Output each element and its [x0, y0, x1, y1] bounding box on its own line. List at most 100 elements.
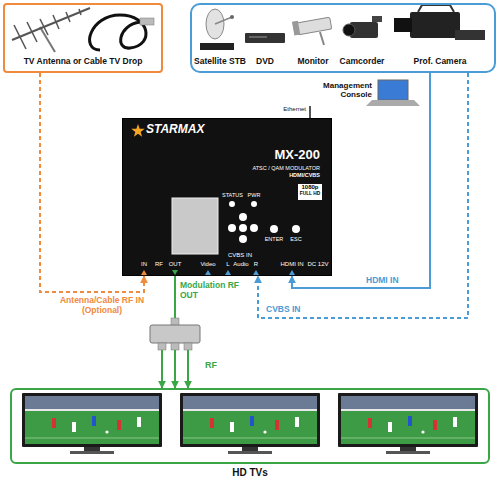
node-text: ATSC / QAM MODULATOR: [202, 165, 320, 171]
splitter-illustration: [150, 318, 200, 350]
node-text: PWR: [244, 192, 264, 198]
status-led: [229, 201, 235, 207]
node-text: Ethernet: [282, 106, 306, 113]
splitter-body: [150, 325, 200, 343]
hd-badge: [298, 184, 322, 200]
node-text: 1080p: [298, 184, 322, 191]
security-camera: [296, 17, 332, 35]
splitter-input: [171, 318, 179, 326]
edge-label: Antenna/Cable RF IN (Optional): [56, 296, 148, 316]
node-text: ESC: [284, 236, 308, 242]
pro-camera-body: [410, 12, 460, 38]
node-text: MX-200: [222, 148, 320, 163]
nav-button: [239, 213, 247, 221]
device-body: [122, 118, 332, 276]
signal-connector: [258, 73, 468, 318]
node-text: Satellite STB: [188, 57, 252, 67]
node-text: IN: [132, 261, 156, 268]
nav-button: [239, 235, 247, 243]
nav-button: [228, 224, 236, 232]
node-text: TV Antenna or Cable TV Drop: [5, 57, 161, 67]
signal-label: RF: [205, 360, 235, 370]
splitter-output: [158, 343, 166, 350]
node-text: R: [244, 261, 268, 268]
modulator-device: STARMAXMX-200ATSC / QAM MODULATORHDMI/CV…: [122, 118, 332, 276]
node-text: OUT: [163, 261, 187, 268]
node-text: Prof. Camera: [408, 57, 472, 67]
signal-connector: [174, 276, 176, 388]
satellite-dish: [206, 9, 224, 39]
camera-lens: [292, 21, 300, 36]
source-box: TV Antenna or Cable TV Drop: [3, 3, 163, 73]
node-text: STARMAX: [146, 123, 236, 137]
camcorder-viewfinder: [372, 16, 382, 22]
antenna-illustration: [12, 8, 154, 52]
dvd-player: [245, 33, 285, 43]
source-group-box: Satellite STBDVDMonitorCamcorderProf. Ca…: [190, 3, 496, 73]
coax-connector: [140, 18, 154, 25]
node-text: ENTER: [262, 236, 286, 242]
sources-illustration: [200, 5, 485, 50]
enter-button: [270, 225, 278, 233]
signal-connector: [292, 73, 430, 288]
dish-feed: [230, 15, 234, 19]
antenna-element: [27, 22, 37, 42]
splitter-output: [171, 343, 179, 350]
node-text: Video: [196, 261, 220, 268]
coax-cable: [90, 15, 146, 50]
antenna-element: [14, 25, 26, 49]
port-marker: [225, 270, 231, 275]
node-text: HD TVs: [12, 467, 488, 479]
node-text: Camcorder: [330, 57, 394, 67]
camcorder-lens: [343, 24, 355, 36]
port-marker: [253, 270, 259, 275]
node-text: CVBS IN: [225, 252, 255, 259]
antenna-element: [79, 9, 81, 15]
dish-arm: [215, 17, 232, 24]
node-text: RF: [147, 261, 171, 268]
signal-connector: [309, 106, 311, 118]
esc-button: [292, 225, 300, 233]
laptop-base: [366, 100, 420, 106]
node-text: HDMI IN: [278, 261, 306, 268]
node-text: STATUS: [222, 192, 242, 198]
node-text: Monitor: [281, 57, 345, 67]
port-marker: [205, 270, 211, 275]
camera-mount: [320, 32, 324, 45]
edge-label: Modulation RF OUT: [180, 281, 246, 301]
pro-camera-handle: [418, 5, 454, 12]
port-marker: [141, 270, 147, 275]
node-text: FULL HD: [298, 191, 322, 197]
power-led: [251, 201, 257, 207]
camcorder-body: [350, 22, 378, 38]
node-text: Management Console: [306, 81, 372, 99]
rf-split-arrow: [161, 350, 163, 388]
rf-split-arrow: [187, 350, 189, 388]
tv-screen: [180, 393, 320, 454]
tv-group-box: HD TVs: [10, 388, 490, 464]
antenna-element: [66, 12, 70, 22]
edge-label: HDMI IN: [366, 276, 426, 286]
antenna-mast: [40, 27, 55, 52]
tv-screen: [338, 393, 478, 454]
lcd-screen: [172, 198, 218, 254]
modulator-illustration: [122, 118, 332, 276]
nav-button: [239, 224, 247, 232]
node-text: Audio: [229, 261, 253, 268]
antenna-element: [53, 15, 59, 29]
node-text: DC 12V: [305, 261, 331, 268]
port-marker: [289, 270, 295, 275]
edge-label: CVBS IN: [266, 305, 326, 315]
laptop-illustration: [366, 80, 420, 106]
antenna-element: [40, 19, 48, 35]
laptop-screen: [378, 80, 408, 100]
antenna-boom: [12, 8, 90, 40]
pro-camera-lens: [394, 18, 412, 32]
nav-button: [250, 224, 258, 232]
stb-box: [200, 43, 234, 50]
splitter-output: [184, 343, 192, 350]
logo-star: [131, 124, 144, 137]
console-node: Management Console: [300, 80, 420, 106]
